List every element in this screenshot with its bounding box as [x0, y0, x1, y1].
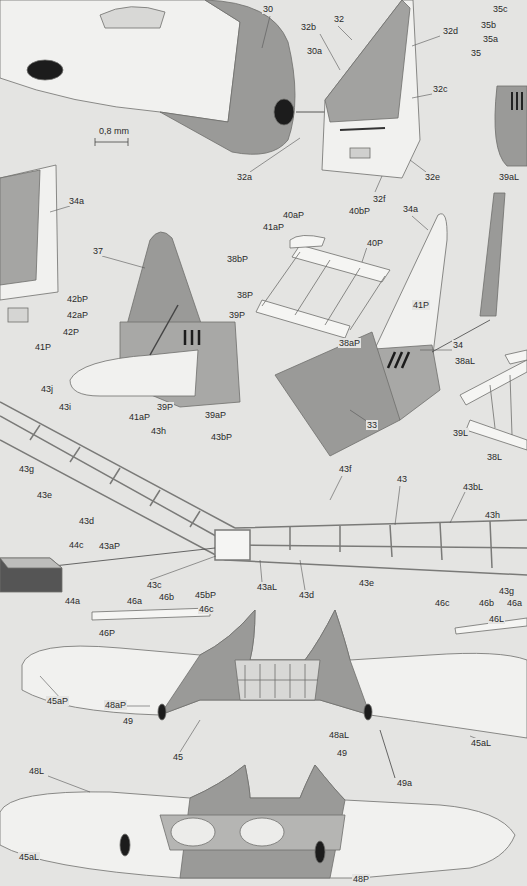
callout-number: 43aP: [98, 541, 121, 551]
callout-number: 45aL: [470, 738, 492, 748]
callout-number: 43bL: [462, 482, 484, 492]
callout-number: 38L: [486, 452, 503, 462]
callout-number: 43i: [58, 402, 72, 412]
callout-number: 35c: [492, 4, 509, 14]
callout-number: 35: [470, 48, 482, 58]
callout-number: 49: [336, 748, 348, 758]
callout-number: 32f: [372, 194, 387, 204]
callout-number: 40aP: [282, 210, 305, 220]
callout-number: 46c: [434, 598, 451, 608]
callout-number: 43aL: [256, 582, 278, 592]
callout-number: 32b: [300, 22, 317, 32]
callout-number: 42P: [62, 327, 80, 337]
callout-number: 46P: [98, 628, 116, 638]
callout-number: 41P: [34, 342, 52, 352]
callout-number: 38bP: [226, 254, 249, 264]
callout-number: 45: [172, 752, 184, 762]
callout-number: 43d: [78, 516, 95, 526]
callout-number: 43c: [146, 580, 163, 590]
callout-number: 43e: [358, 578, 375, 588]
callout-number: 43g: [498, 586, 515, 596]
callout-number: 30a: [306, 46, 323, 56]
callout-number: 43e: [36, 490, 53, 500]
callout-number: 30: [262, 4, 274, 14]
callout-number: 41aP: [262, 222, 285, 232]
callout-number: 43g: [18, 464, 35, 474]
callout-number: 43h: [484, 510, 501, 520]
callout-number: 48P: [352, 874, 370, 884]
callout-number: 40bP: [348, 206, 371, 216]
callout-number: 45aP: [46, 696, 69, 706]
callout-number: 33: [366, 420, 378, 430]
callout-number: 42bP: [66, 294, 89, 304]
callout-number: 46b: [158, 592, 175, 602]
callout-number: 43: [396, 474, 408, 484]
callout-number: 46b: [478, 598, 495, 608]
callout-number: 42aP: [66, 310, 89, 320]
callout-number: 43f: [338, 464, 353, 474]
callout-number: 35a: [482, 34, 499, 44]
callout-number: 32d: [442, 26, 459, 36]
callout-number: 0,8 mm: [98, 126, 130, 136]
callout-number: 32a: [236, 172, 253, 182]
callout-number: 38aL: [454, 356, 476, 366]
callout-number: 39L: [452, 428, 469, 438]
callout-number: 44c: [68, 540, 85, 550]
callout-number: 40P: [366, 238, 384, 248]
callout-number: 38P: [236, 290, 254, 300]
callout-number: 45aL: [18, 852, 40, 862]
callout-number: 49a: [396, 778, 413, 788]
callout-number: 43h: [150, 426, 167, 436]
callout-number: 39P: [228, 310, 246, 320]
callout-number: 43d: [298, 590, 315, 600]
callout-number: 46L: [488, 614, 505, 624]
callout-number: 44a: [64, 596, 81, 606]
callout-number: 39aL: [498, 172, 520, 182]
callout-number: 32e: [424, 172, 441, 182]
callout-number: 43j: [40, 384, 54, 394]
callout-number: 39aP: [204, 410, 227, 420]
callout-number: 46a: [126, 596, 143, 606]
callout-number: 32: [333, 14, 345, 24]
callout-number: 41aP: [128, 412, 151, 422]
callout-number: 41P: [412, 300, 430, 310]
callout-number: 37: [92, 246, 104, 256]
callout-number: 35b: [480, 20, 497, 30]
callout-number: 49: [122, 716, 134, 726]
callout-number: 34a: [68, 196, 85, 206]
callout-number: 43bP: [210, 432, 233, 442]
callout-number: 48aL: [328, 730, 350, 740]
callout-number: 46c: [198, 604, 215, 614]
callout-number: 32c: [432, 84, 449, 94]
callout-number: 34a: [402, 204, 419, 214]
callout-number: 48aP: [104, 700, 127, 710]
callout-number: 46a: [506, 598, 523, 608]
callout-number: 38aP: [338, 338, 361, 348]
callout-number: 39P: [156, 402, 174, 412]
callout-number: 34: [452, 340, 464, 350]
callout-number: 48L: [28, 766, 45, 776]
callout-number: 45bP: [194, 590, 217, 600]
